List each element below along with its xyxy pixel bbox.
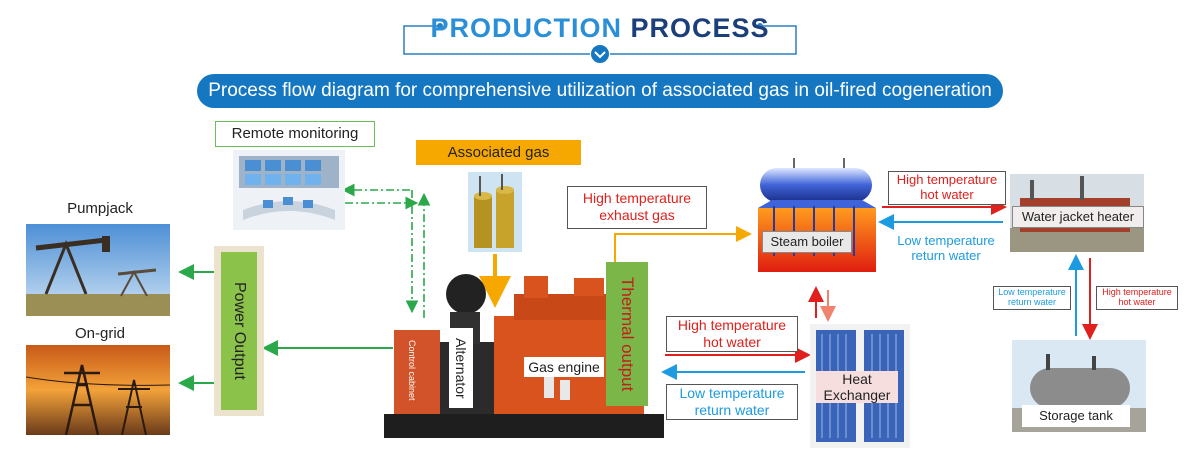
pumpjack-image [26,224,170,316]
wj-hot-line-2: hot water [920,187,974,202]
thermal-output-label: Thermal output [606,262,648,406]
alternator-label: Alternator [449,328,473,408]
title-word-1: PRODUCTION [430,13,622,43]
diagram-subtitle: Process flow diagram for comprehensive u… [197,74,1003,108]
hx-hot-water-label: High temperature hot water [666,316,798,352]
gas-engine-label: Gas engine [524,357,604,377]
control-cabinet-label: Control cabinet [407,340,417,401]
storage-tank-label: Storage tank [1022,405,1130,427]
steam-boiler-image [758,158,876,272]
control-room-image [233,150,345,230]
exhaust-line-1: High temperature [582,190,692,206]
page-title: PRODUCTION PROCESS [430,8,770,48]
heat-exchanger-line-2: Exchanger [823,387,891,403]
steam-boiler-label: Steam boiler [762,231,852,253]
exhaust-gas-label: High temperature exhaust gas [567,186,707,229]
associated-gas-label: Associated gas [416,140,581,165]
hx-return-line-2: return water [694,402,770,418]
power-grid-image [26,345,170,435]
tank-hot-water-label: High temperature hot water [1096,286,1178,310]
heat-exchanger-line-1: Heat [842,371,872,387]
title-word-2: PROCESS [630,13,770,43]
power-output-label: Power Output [221,252,257,410]
water-jacket-heater-label: Water jacket heater [1012,206,1144,228]
wj-hot-line-1: High temperature [896,172,998,187]
exhaust-to-boiler-arrow [614,226,752,262]
gas-tank-image [468,172,522,252]
wj-return-water-label: Low temperature return water [888,233,1004,265]
hx-return-line-1: Low temperature [679,385,785,401]
wj-return-line-2: return water [911,248,981,263]
hx-hot-line-2: hot water [703,334,761,350]
tank-hot-line-1: High temperature [1102,287,1172,297]
hx-return-water-label: Low temperature return water [666,384,798,420]
tank-return-line-2: return water [1007,297,1057,307]
remote-monitoring-label: Remote monitoring [215,121,375,147]
tank-hot-line-2: hot water [1118,297,1156,307]
wj-hot-water-label: High temperature hot water [888,171,1006,205]
hx-hot-line-1: High temperature [677,317,787,333]
wj-return-line-1: Low temperature [897,233,995,248]
tank-return-water-label: Low temperature return water [993,286,1071,310]
pumpjack-label: Pumpjack [67,200,133,217]
heat-exchanger-label: Heat Exchanger [816,371,898,403]
power-output-panel: Power Output [214,246,264,416]
tank-return-line-1: Low temperature [998,287,1066,297]
on-grid-label: On-grid [74,325,126,342]
header-frame [403,23,797,63]
exhaust-line-2: exhaust gas [599,207,675,223]
